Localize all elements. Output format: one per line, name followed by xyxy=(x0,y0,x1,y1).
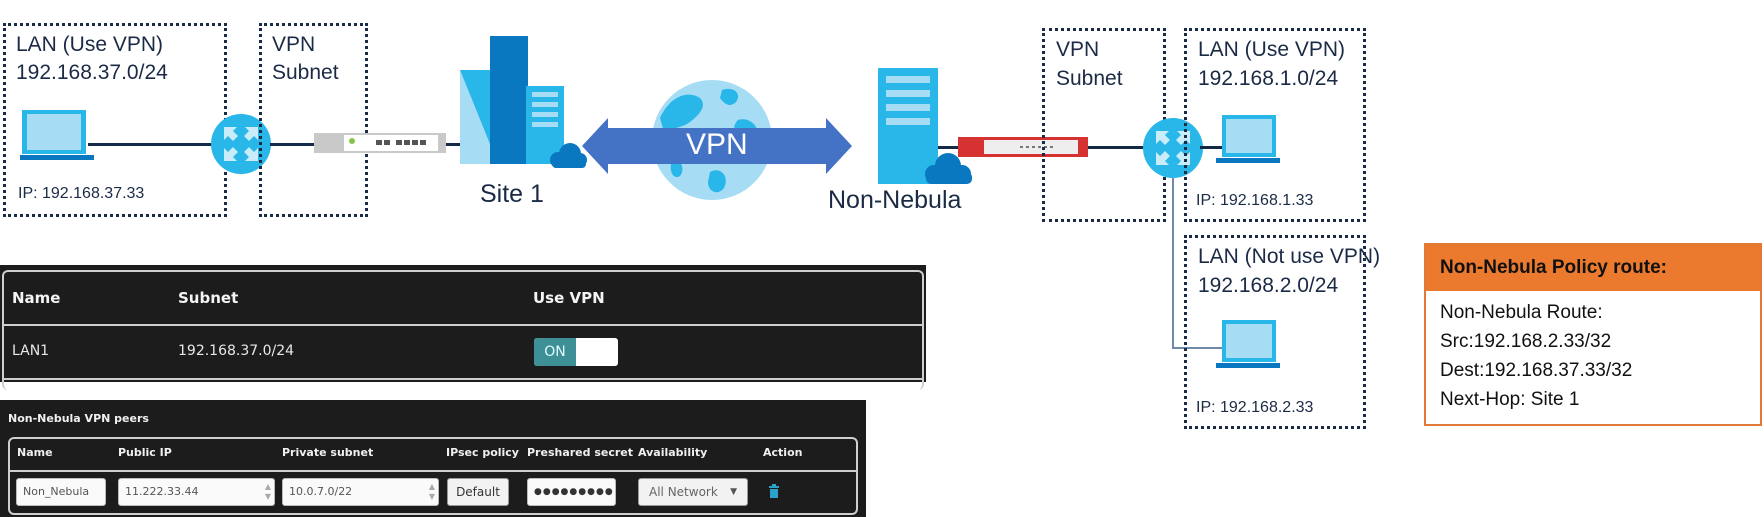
policy-route-line: Non-Nebula Route: xyxy=(1440,302,1603,323)
right-lan-novpn-subnet: 192.168.2.0/24 xyxy=(1198,274,1339,297)
laptop-icon xyxy=(1216,115,1280,163)
vpn-label: VPN xyxy=(686,128,748,161)
policy-route-src: Src:192.168.2.33/32 xyxy=(1440,331,1612,352)
peer-private-subnet-input[interactable]: 10.0.7.0/22 ▲▼ xyxy=(282,478,439,506)
lan-row-subnet: 192.168.37.0/24 xyxy=(178,343,295,359)
site1-label: Site 1 xyxy=(480,180,544,208)
wire-router-switch xyxy=(270,143,315,146)
server-icon xyxy=(878,68,972,184)
peers-header-preshared-secret: Preshared secret xyxy=(527,446,634,459)
building-icon xyxy=(460,36,587,168)
trash-icon[interactable] xyxy=(768,484,780,498)
peers-header-action: Action xyxy=(763,446,803,459)
non-nebula-label: Non-Nebula xyxy=(828,186,962,214)
availability-select[interactable]: All Network ▼ xyxy=(638,478,748,506)
router-icon xyxy=(1143,118,1203,178)
peers-table-header-divider xyxy=(8,470,858,472)
wire-laptop-router-left xyxy=(88,143,214,146)
chevron-down-icon: ▼ xyxy=(730,487,737,497)
wire-firewall-router xyxy=(1088,146,1146,149)
policy-route-title: Non-Nebula Policy route: xyxy=(1426,245,1760,291)
peers-header-ipsec-policy: IPsec policy xyxy=(446,446,519,459)
left-lan-title: LAN (Use VPN) xyxy=(16,33,164,56)
peer-private-subnet-value: 10.0.7.0/22 xyxy=(289,485,353,498)
right-lan-vpn-title: LAN (Use VPN) xyxy=(1198,38,1346,61)
right-lan-novpn-box xyxy=(1184,235,1366,429)
peer-name-input[interactable]: Non_Nebula xyxy=(16,478,106,506)
wire-router-laptop-right xyxy=(1200,146,1224,149)
policy-route-next-hop: Next-Hop: Site 1 xyxy=(1440,389,1580,410)
spinner-icon[interactable]: ▲▼ xyxy=(264,482,272,501)
lan-table-header-use-vpn: Use VPN xyxy=(533,289,605,307)
vpn-double-arrow-icon xyxy=(582,118,852,174)
lan-row-name: LAN1 xyxy=(12,343,50,359)
policy-route-dest: Dest:192.168.37.33/32 xyxy=(1440,360,1633,381)
use-vpn-toggle-on-label: ON xyxy=(534,338,576,366)
right-lan-novpn-ip: IP: 192.168.2.33 xyxy=(1196,399,1314,416)
laptop-icon xyxy=(20,110,94,160)
peers-header-availability: Availability xyxy=(638,446,708,459)
peer-public-ip-input[interactable]: 11.222.33.44 ▲▼ xyxy=(118,478,275,506)
left-lan-subnet: 192.168.37.0/24 xyxy=(16,61,168,84)
wire-router-laptop-novpn-h xyxy=(1172,347,1224,349)
left-lan-ip: IP: 192.168.37.33 xyxy=(18,185,145,202)
right-lan-vpn-ip: IP: 192.168.1.33 xyxy=(1196,192,1314,209)
policy-route-box: Non-Nebula Policy route: Non-Nebula Rout… xyxy=(1424,243,1762,426)
peers-table-panel: Non-Nebula VPN peers Name Public IP Priv… xyxy=(0,400,866,517)
right-lan-vpn-subnet: 192.168.1.0/24 xyxy=(1198,67,1339,90)
right-lan-novpn-title: LAN (Not use VPN) xyxy=(1198,245,1381,268)
availability-value: All Network xyxy=(649,485,718,499)
peers-header-private-subnet: Private subnet xyxy=(282,446,374,459)
lan-table-border xyxy=(2,270,924,390)
peers-table-title: Non-Nebula VPN peers xyxy=(8,412,149,425)
lan-table-header-divider xyxy=(2,324,924,326)
wire-server-firewall xyxy=(938,146,960,149)
lan-table-panel: Name Subnet Use VPN LAN1 192.168.37.0/24… xyxy=(0,265,926,390)
peers-header-name: Name xyxy=(17,446,53,459)
right-vpn-subnet-line2: Subnet xyxy=(1056,67,1123,90)
ipsec-policy-button[interactable]: Default xyxy=(447,478,509,506)
preshared-secret-input[interactable]: ●●●●●●●●● xyxy=(527,478,616,506)
router-icon xyxy=(211,114,271,174)
peers-header-public-ip: Public IP xyxy=(118,446,172,459)
right-vpn-subnet-line1: VPN xyxy=(1056,38,1100,61)
wire-switch-site1 xyxy=(446,143,464,146)
firewall-device-icon xyxy=(958,137,1088,157)
lan-table-header-subnet: Subnet xyxy=(178,289,239,307)
left-vpn-subnet-box xyxy=(259,23,368,217)
left-vpn-subnet-line2: Subnet xyxy=(272,61,339,84)
left-vpn-subnet-line1: VPN xyxy=(272,33,316,56)
right-lan-vpn-box xyxy=(1184,28,1366,222)
peers-table-border xyxy=(8,437,858,515)
lan-table-header-name: Name xyxy=(12,289,61,307)
switch-device-icon xyxy=(314,133,446,153)
peer-public-ip-value: 11.222.33.44 xyxy=(125,485,199,498)
lan-table-row-divider xyxy=(2,378,924,380)
spinner-icon[interactable]: ▲▼ xyxy=(428,482,436,501)
laptop-icon xyxy=(1216,320,1280,368)
wire-router-laptop-novpn-v xyxy=(1172,178,1174,348)
use-vpn-toggle[interactable]: ON xyxy=(534,338,618,366)
